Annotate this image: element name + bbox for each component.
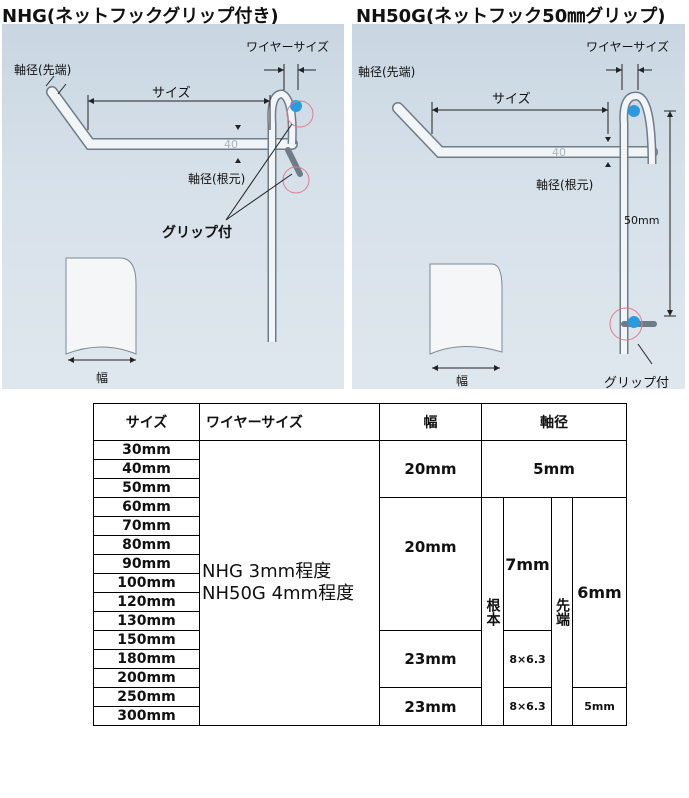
nhg-hook-drawing	[45, 64, 316, 363]
root-label: 根本	[481, 497, 504, 726]
nh50g-diagram: 軸径(先端) ワイヤーサイズ サイズ 40 軸径(根元) 50mm グリップ付 …	[352, 24, 685, 389]
size-cell: 180mm	[93, 649, 200, 669]
nh50g-hook-drawing	[392, 64, 676, 371]
root-cell-d: 8×6.3	[503, 687, 552, 726]
width-cell-c: 23mm	[379, 630, 482, 688]
tip-cell-d: 5mm	[572, 687, 627, 726]
size-label: サイズ	[152, 86, 191, 101]
right-title: NH50G(ネットフック50㎜グリップ)	[356, 6, 666, 27]
wire-size-label: ワイヤーサイズ	[246, 40, 330, 54]
size-cell: 50mm	[93, 478, 200, 498]
height-label: 50mm	[624, 214, 660, 227]
size-cell: 100mm	[93, 573, 200, 593]
size-cell: 90mm	[93, 554, 200, 574]
grip-label: グリップ付	[604, 376, 670, 389]
size-cell: 40mm	[93, 459, 200, 479]
width-label: 幅	[456, 374, 469, 388]
wire-size-label: ワイヤーサイズ	[586, 40, 670, 54]
spec-table: サイズ ワイヤーサイズ 幅 軸径 30mm NHG 3mm程度 NH50G 4m…	[93, 403, 627, 726]
root-cell-b: 7mm	[503, 497, 552, 631]
table-header-row: サイズ ワイヤーサイズ 幅 軸径	[93, 403, 627, 441]
header-size: サイズ	[93, 403, 200, 441]
left-title: NHG(ネットフックグリップ付き)	[2, 6, 279, 27]
wire-size-cell: NHG 3mm程度 NH50G 4mm程度	[199, 440, 380, 726]
size-cell: 130mm	[93, 611, 200, 631]
width-label: 幅	[96, 371, 109, 385]
nhg-diagram: 軸径(先端) ワイヤーサイズ サイズ 40 軸径(根元) グリップ付 幅	[2, 24, 344, 389]
shaft-tip-label: 軸径(先端)	[14, 63, 72, 77]
header-wire: ワイヤーサイズ	[199, 403, 380, 441]
shaft-root-label: 軸径(根元)	[188, 172, 246, 186]
width-cell-d: 23mm	[379, 687, 482, 726]
size-cell: 200mm	[93, 668, 200, 688]
header-shaft: 軸径	[481, 403, 627, 441]
wire-line-nh50g: NH50G 4mm程度	[202, 583, 355, 604]
shaft-cell-a: 5mm	[481, 440, 627, 498]
size-cell: 30mm	[93, 440, 200, 460]
angle-label: 40	[224, 138, 238, 151]
angle-label: 40	[552, 146, 566, 159]
tip-label: 先端	[551, 497, 573, 726]
size-cell: 300mm	[93, 706, 200, 726]
width-cell-a: 20mm	[379, 440, 482, 498]
width-cell-b: 20mm	[379, 497, 482, 631]
grip-label: グリップ付	[162, 225, 232, 241]
wire-line-nhg: NHG 3mm程度	[202, 561, 332, 582]
size-cell: 80mm	[93, 535, 200, 555]
size-cell: 120mm	[93, 592, 200, 612]
size-cell: 250mm	[93, 687, 200, 707]
size-cell: 70mm	[93, 516, 200, 536]
header-width: 幅	[379, 403, 482, 441]
size-cell: 60mm	[93, 497, 200, 517]
shaft-root-label: 軸径(根元)	[536, 178, 594, 192]
size-label: サイズ	[492, 92, 531, 107]
root-cell-c: 8×6.3	[503, 630, 552, 688]
shaft-tip-label: 軸径(先端)	[358, 65, 416, 79]
tip-cell-b: 6mm	[572, 497, 627, 688]
size-cell: 150mm	[93, 630, 200, 650]
